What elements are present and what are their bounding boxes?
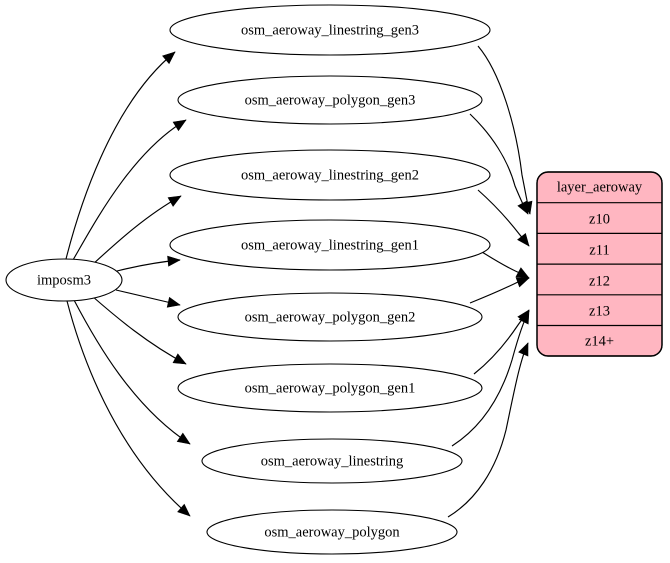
node-osm_aeroway_polygon_gen2[interactable]: osm_aeroway_polygon_gen2 [177,292,483,342]
arrowhead-icon [518,342,529,357]
arrowhead-icon [172,353,187,365]
node-ellipse-shape[interactable] [169,219,491,271]
edge-osm_aeroway_polygon-to-z14+ [447,342,529,518]
source-node-group[interactable]: imposm3 [5,258,123,302]
node-osm_aeroway_linestring_gen3[interactable]: osm_aeroway_linestring_gen3 [169,4,491,56]
arrowhead-icon [167,255,181,267]
edge-imposm3-to-osm_aeroway_polygon [66,300,191,517]
node-osm_aeroway_linestring_gen2[interactable]: osm_aeroway_linestring_gen2 [169,149,491,201]
node-osm_aeroway_polygon[interactable]: osm_aeroway_polygon [206,509,458,555]
node-osm_aeroway_polygon_gen3[interactable]: osm_aeroway_polygon_gen3 [177,75,483,125]
arrowhead-icon [517,200,529,215]
table-node-layer-aeroway[interactable]: layer_aeroway z10 z11 z12 z13 z14+ [536,171,663,357]
node-ellipse-shape[interactable] [5,258,123,302]
arrowhead-icon [176,432,191,445]
node-label: osm_aeroway_polygon_gen2 [245,309,416,325]
intermediate-nodes-group: osm_aeroway_linestring_gen3 osm_aeroway_p… [169,4,491,555]
arrowhead-icon [162,51,176,65]
node-label: osm_aeroway_linestring [261,453,404,469]
table-row-z12[interactable]: z12 [589,273,610,289]
node-ellipse-shape[interactable] [177,363,483,413]
edge-imposm3-to-osm_aeroway_polygon_gen1 [91,295,187,365]
arrowhead-icon [166,296,181,308]
node-ellipse-shape[interactable] [201,438,463,484]
node-label: osm_aeroway_polygon_gen3 [245,92,416,108]
node-label: imposm3 [37,272,91,288]
node-ellipse-shape[interactable] [177,292,483,342]
node-label: osm_aeroway_linestring_gen2 [241,167,419,183]
table-node-group[interactable]: layer_aeroway z10 z11 z12 z13 z14+ [536,171,663,357]
node-label: osm_aeroway_polygon [264,524,400,540]
edge-osm_aeroway_polygon_gen3-to-z10 [469,113,529,215]
arrowhead-icon [517,232,530,247]
table-row-z14+[interactable]: z14+ [585,333,614,349]
edges-to-table-group [447,45,533,518]
edge-imposm3-to-osm_aeroway_linestring_gen3 [65,51,176,260]
node-osm_aeroway_linestring_gen1[interactable]: osm_aeroway_linestring_gen1 [169,219,491,271]
table-row-z10[interactable]: z10 [589,211,610,227]
table-row-z11[interactable]: z11 [589,242,609,258]
node-label: osm_aeroway_polygon_gen1 [245,380,416,396]
table-outline [536,171,663,357]
edge-osm_aeroway_linestring_gen3-to-z10 [477,45,531,215]
arrowhead-icon [172,119,187,132]
edge-imposm3-to-osm_aeroway_linestring [73,299,191,445]
arrowhead-icon [518,310,530,325]
node-ellipse-shape[interactable] [206,509,458,555]
arrowhead-icon [177,503,191,517]
node-ellipse-shape[interactable] [169,149,491,201]
edge-imposm3-to-osm_aeroway_polygon_gen3 [72,119,187,261]
node-ellipse-shape[interactable] [177,75,483,125]
edge-imposm3-to-osm_aeroway_linestring_gen2 [91,195,182,266]
node-osm_aeroway_linestring[interactable]: osm_aeroway_linestring [201,438,463,484]
node-label: osm_aeroway_linestring_gen1 [241,237,419,253]
arrowhead-icon [167,195,182,207]
edges-from-source-group [65,51,191,517]
table-row-z13[interactable]: z13 [589,303,610,319]
edge-osm_aeroway_linestring-to-z13 [451,310,530,447]
arrowhead-icon [515,267,530,279]
node-osm_aeroway_polygon_gen1[interactable]: osm_aeroway_polygon_gen1 [177,363,483,413]
arrowhead-icon [515,277,530,288]
node-label: osm_aeroway_linestring_gen3 [241,22,419,38]
table-header-label: layer_aeroway [557,180,643,196]
node-imposm3[interactable]: imposm3 [5,258,123,302]
node-ellipse-shape[interactable] [169,4,491,56]
